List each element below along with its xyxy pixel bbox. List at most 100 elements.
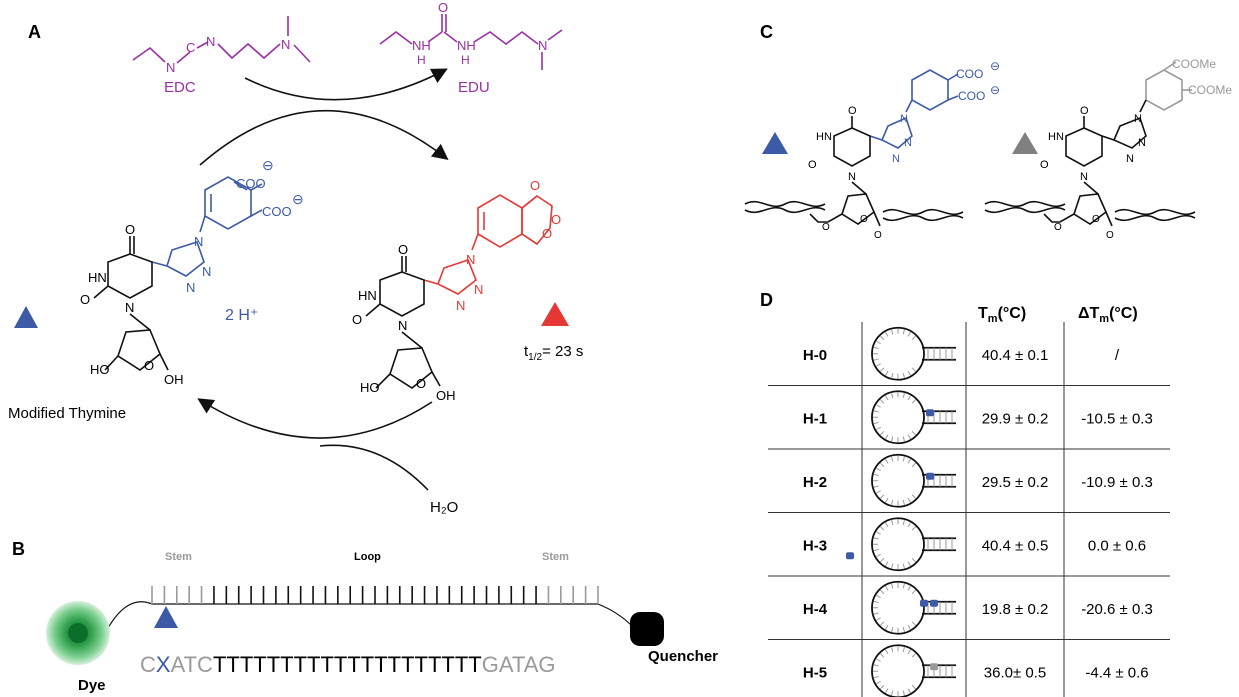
row-dtm-value: 0.0 ± 0.6 <box>1088 537 1146 554</box>
svg-text:N: N <box>202 264 211 279</box>
svg-text:O: O <box>808 159 817 171</box>
svg-text:N: N <box>166 60 175 75</box>
svg-text:O: O <box>398 242 408 257</box>
table-row: H-0 40.4 ± 0.1 / <box>803 326 1120 381</box>
svg-text:N: N <box>474 282 483 297</box>
svg-text:H: H <box>417 53 426 67</box>
svg-text:O: O <box>874 230 882 241</box>
sequence-text: CXATCTTTTTTTTTTTTTTTTTTTTGATAG <box>140 652 555 677</box>
water-label: H₂O <box>430 499 458 516</box>
svg-text:COOMe: COOMe <box>1188 83 1232 97</box>
edu-label: EDU <box>458 79 490 96</box>
panel-c-grey-structure: COOMe COOMe N N N O HN O N O O O <box>984 57 1232 241</box>
edc-label: EDC <box>164 79 196 96</box>
svg-text:O: O <box>551 212 561 227</box>
svg-text:HN: HN <box>1048 131 1064 143</box>
svg-text:⊖: ⊖ <box>990 83 1000 97</box>
row-dtm-value: / <box>1115 347 1120 364</box>
svg-text:O: O <box>1054 222 1062 233</box>
stem-left-label: Stem <box>165 551 192 563</box>
svg-text:N: N <box>281 37 290 52</box>
row-id: H-4 <box>803 601 828 618</box>
row-dtm-value: -10.9 ± 0.3 <box>1081 474 1153 491</box>
svg-text:HN: HN <box>816 131 832 143</box>
svg-text:O: O <box>438 0 448 15</box>
row-tm-value: 29.9 ± 0.2 <box>982 410 1049 427</box>
svg-text:N: N <box>538 38 547 53</box>
activation-arrow <box>199 109 449 166</box>
row-tm-value: 40.4 ± 0.5 <box>982 537 1049 554</box>
panel-label-a: A <box>28 22 41 42</box>
edu-structure: NH H O NH H N EDU <box>379 0 563 96</box>
svg-text:COO: COO <box>262 204 292 219</box>
svg-text:HO: HO <box>90 362 110 377</box>
svg-text:O: O <box>125 222 135 237</box>
svg-text:O: O <box>1106 230 1114 241</box>
svg-text:N: N <box>892 153 900 165</box>
edc-to-edu-arrow <box>244 68 448 101</box>
hairpin-icon <box>871 453 956 508</box>
panel-c-blue-triangle <box>762 132 788 154</box>
svg-text:N: N <box>398 318 407 333</box>
loop-label: Loop <box>354 551 381 563</box>
panel-c-blue-structure: COO ⊖ COO ⊖ N N N O HN O N O O O <box>744 59 1000 241</box>
blue-triangle-marker <box>14 306 38 328</box>
row-tm-value: 29.5 ± 0.2 <box>982 474 1049 491</box>
modified-thymine-label: Modified Thymine <box>8 405 126 422</box>
svg-text:O: O <box>860 214 868 225</box>
svg-text:COOMe: COOMe <box>1172 57 1216 71</box>
svg-text:C: C <box>186 40 195 55</box>
svg-text:HO: HO <box>360 380 380 395</box>
svg-text:O: O <box>848 105 857 117</box>
table-row: H-4 19.8 ± 0.2 -20.6 ± 0.3 <box>803 580 1153 635</box>
row-dtm-value: -20.6 ± 0.3 <box>1081 601 1153 618</box>
row-id: H-3 <box>803 537 827 554</box>
svg-text:O: O <box>1080 105 1089 117</box>
dye-label: Dye <box>78 677 106 694</box>
row-tm-value: 19.8 ± 0.2 <box>982 601 1049 618</box>
strand-backbone <box>107 601 633 629</box>
svg-text:O: O <box>542 226 552 241</box>
svg-text:N: N <box>466 252 475 267</box>
panel-b: Stem Loop Stem Dye Quencher CXATCTTTTTTT… <box>46 551 718 694</box>
svg-text:COO: COO <box>958 89 985 103</box>
row-id: H-0 <box>803 347 827 364</box>
svg-text:OH: OH <box>436 388 456 403</box>
svg-text:N: N <box>1080 171 1088 183</box>
edc-structure: N C N N EDC <box>132 16 311 96</box>
svg-text:N: N <box>456 298 465 313</box>
strand-ticks <box>151 586 599 604</box>
svg-text:COO: COO <box>956 67 983 81</box>
red-triangle-marker <box>541 302 569 326</box>
hairpin-icon <box>871 580 956 635</box>
panel-label-b: B <box>12 539 25 559</box>
dye-core <box>68 623 88 643</box>
svg-text:COO: COO <box>236 176 266 191</box>
modification-marker <box>930 663 938 671</box>
panel-c-grey-triangle <box>1012 132 1038 154</box>
svg-text:O: O <box>352 312 362 327</box>
svg-text:NH: NH <box>457 38 476 53</box>
hairpin-icon <box>846 517 956 572</box>
svg-text:HN: HN <box>88 270 107 285</box>
panel-label-d: D <box>760 290 773 310</box>
svg-text:O: O <box>530 178 540 193</box>
hairpin-icon <box>871 326 956 381</box>
table-grid <box>768 322 1170 697</box>
svg-text:OH: OH <box>164 372 184 387</box>
svg-text:H: H <box>461 53 470 67</box>
water-arrow <box>319 444 429 491</box>
row-tm-value: 36.0± 0.5 <box>984 664 1046 681</box>
protons-label: 2 H⁺ <box>225 307 258 324</box>
svg-text:O: O <box>822 222 830 233</box>
tm-header: Tm(°C) <box>978 305 1026 325</box>
table-row: H-3 40.4 ± 0.5 0.0 ± 0.6 <box>803 517 1146 572</box>
row-id: H-5 <box>803 664 827 681</box>
hairpin-icon <box>871 644 956 697</box>
row-dtm-value: -10.5 ± 0.3 <box>1081 410 1153 427</box>
row-tm-value: 40.4 ± 0.1 <box>982 347 1049 364</box>
